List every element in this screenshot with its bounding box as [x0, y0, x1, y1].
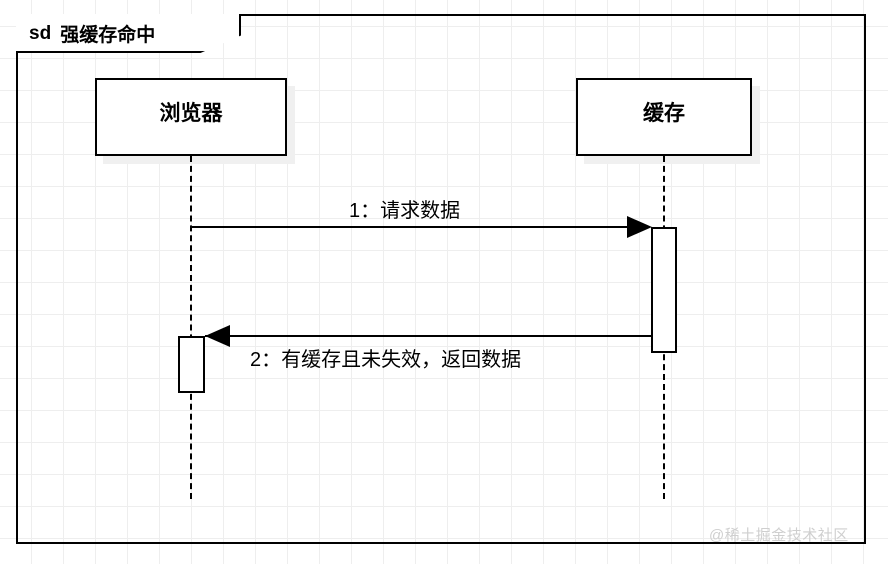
frame-label-tab	[16, 14, 241, 53]
participant-cache-label: 缓存	[643, 102, 685, 125]
participant-browser[interactable]: 浏览器	[95, 78, 287, 156]
message-label-2: 2：有缓存且未失效，返回数据	[250, 349, 522, 371]
message-arrowhead-2	[205, 325, 230, 347]
sequence-frame	[16, 14, 866, 544]
watermark: @稀土掘金技术社区	[709, 527, 849, 544]
message-arrowhead-1	[627, 216, 652, 238]
activation-bar-browser	[178, 336, 205, 393]
lifeline-browser	[190, 156, 192, 499]
message-line-2	[205, 335, 653, 337]
participant-browser-label: 浏览器	[159, 102, 223, 125]
message-line-1	[191, 226, 643, 228]
frame-label-content: sd 强缓存命中	[16, 14, 241, 53]
activation-bar-cache	[651, 227, 677, 353]
frame-kind-label: sd	[29, 22, 52, 44]
participant-cache[interactable]: 缓存	[576, 78, 752, 156]
message-label-1: 1：请求数据	[349, 200, 461, 222]
frame-name-label: 强缓存命中	[60, 25, 156, 46]
